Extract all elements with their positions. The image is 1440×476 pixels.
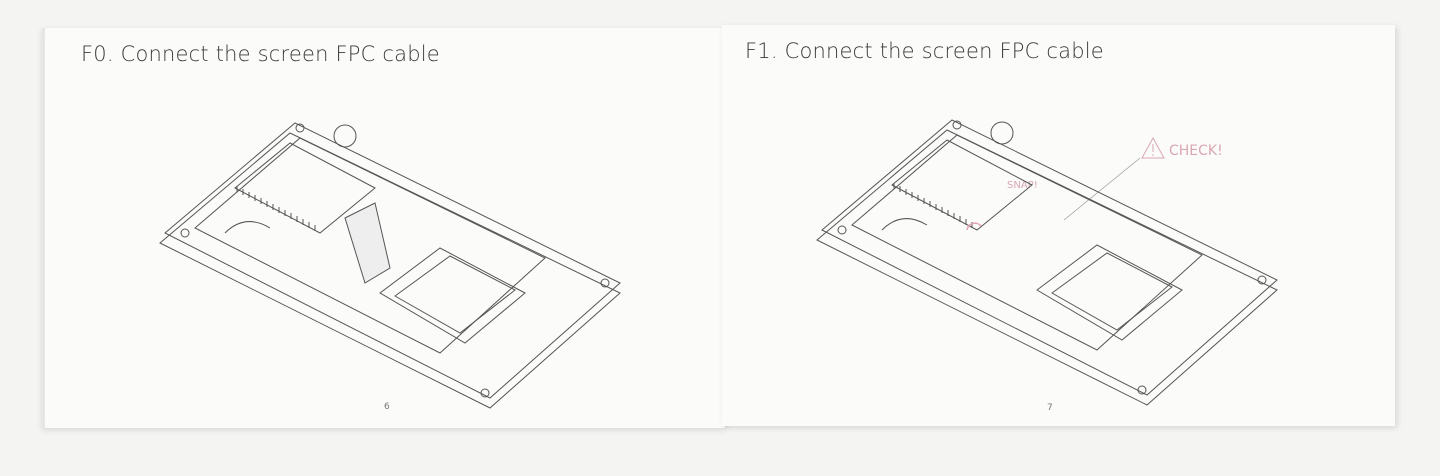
- enclosure-edge: [816, 129, 1278, 406]
- page-number: 6: [384, 402, 390, 412]
- screw-hole: [1257, 275, 1267, 285]
- board-illustration: CHECK! SNAP!: [816, 119, 1278, 406]
- battery-slot: [1051, 252, 1173, 331]
- page-right: F1. Connect the screen FPC cable CHECK! …: [722, 25, 1395, 426]
- page-left: F0. Connect the screen FPC cable 6: [42, 28, 725, 428]
- battery-holder: [1036, 244, 1183, 341]
- pcb-outline: [194, 137, 546, 354]
- screw-hole: [180, 228, 190, 238]
- mcu-module: [234, 142, 376, 234]
- page-title: F0. Connect the screen FPC cable: [81, 42, 440, 66]
- enclosure-edge: [159, 132, 621, 409]
- page-title: F1. Connect the screen FPC cable: [745, 39, 1104, 63]
- coin-cell: [333, 124, 357, 148]
- fpc-cable: [344, 202, 391, 284]
- sd-card-slot: [881, 218, 928, 231]
- screw-hole: [952, 120, 962, 130]
- battery-holder: [379, 247, 526, 344]
- mcu-module: [891, 139, 1033, 231]
- board-illustration: [159, 122, 621, 409]
- snap-arrow: [966, 222, 982, 231]
- page-number: 7: [1047, 403, 1053, 413]
- enclosure-outline: [821, 119, 1278, 396]
- sd-card-slot: [224, 221, 271, 234]
- pcb-outline: [851, 134, 1203, 351]
- screw-hole: [1137, 385, 1147, 395]
- warning-triangle-icon: [1141, 136, 1165, 159]
- screw-hole: [480, 388, 490, 398]
- snap-callout: SNAP!: [1007, 180, 1038, 191]
- coin-cell: [990, 121, 1014, 145]
- check-callout: CHECK!: [1169, 143, 1223, 159]
- battery-slot: [394, 255, 516, 334]
- enclosure-outline: [164, 122, 621, 399]
- screw-hole: [295, 123, 305, 133]
- screw-hole: [600, 278, 610, 288]
- screw-hole: [837, 225, 847, 235]
